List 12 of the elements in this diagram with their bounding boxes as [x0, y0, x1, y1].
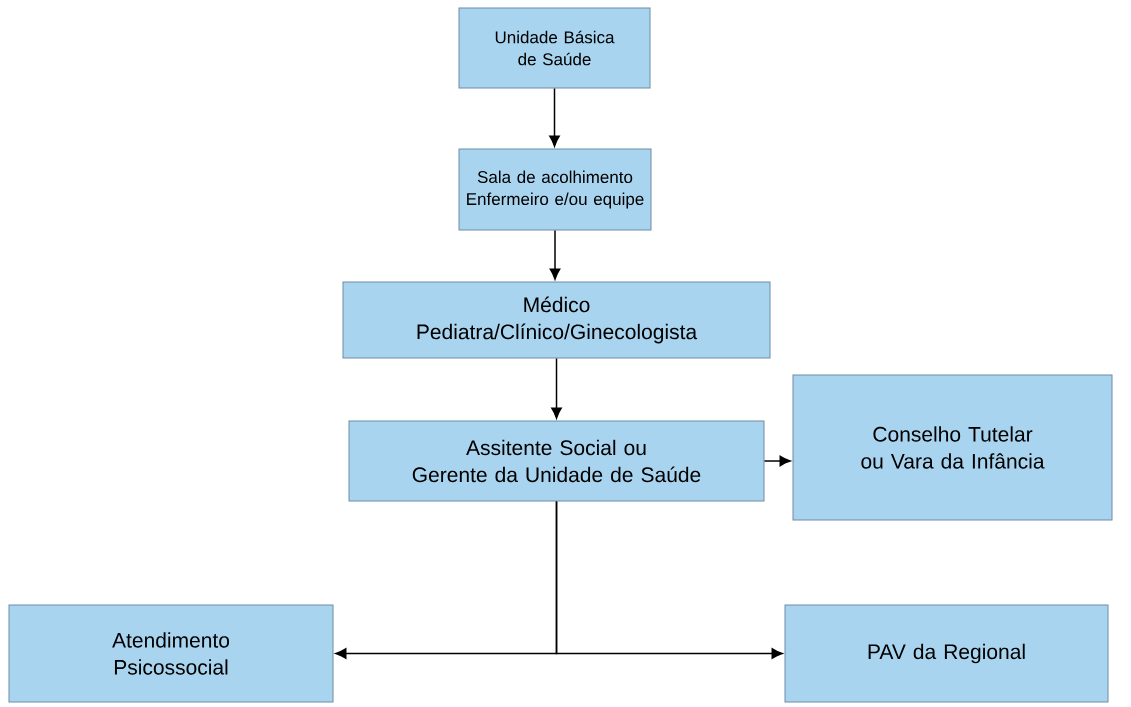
process-box: Sala de acolhimento Enfermeiro e/ou equipe — [458, 148, 652, 231]
arrow — [551, 357, 562, 419]
process-box: Atendimento Psicossocial — [8, 604, 334, 703]
process-box: Conselho Tutelar ou Vara da Infância — [792, 374, 1113, 521]
arrow — [549, 87, 560, 147]
process-box: Unidade Básica de Saúde — [458, 7, 651, 89]
arrow — [763, 455, 791, 467]
arrow — [555, 500, 783, 659]
process-box: PAV da Regional — [784, 604, 1109, 703]
process-box: Assitente Social ou Gerente da Unidade de Saúde — [348, 420, 765, 502]
process-box: Médico Pediatra/Clínico/Ginecologista — [342, 281, 771, 359]
arrow — [549, 229, 561, 280]
